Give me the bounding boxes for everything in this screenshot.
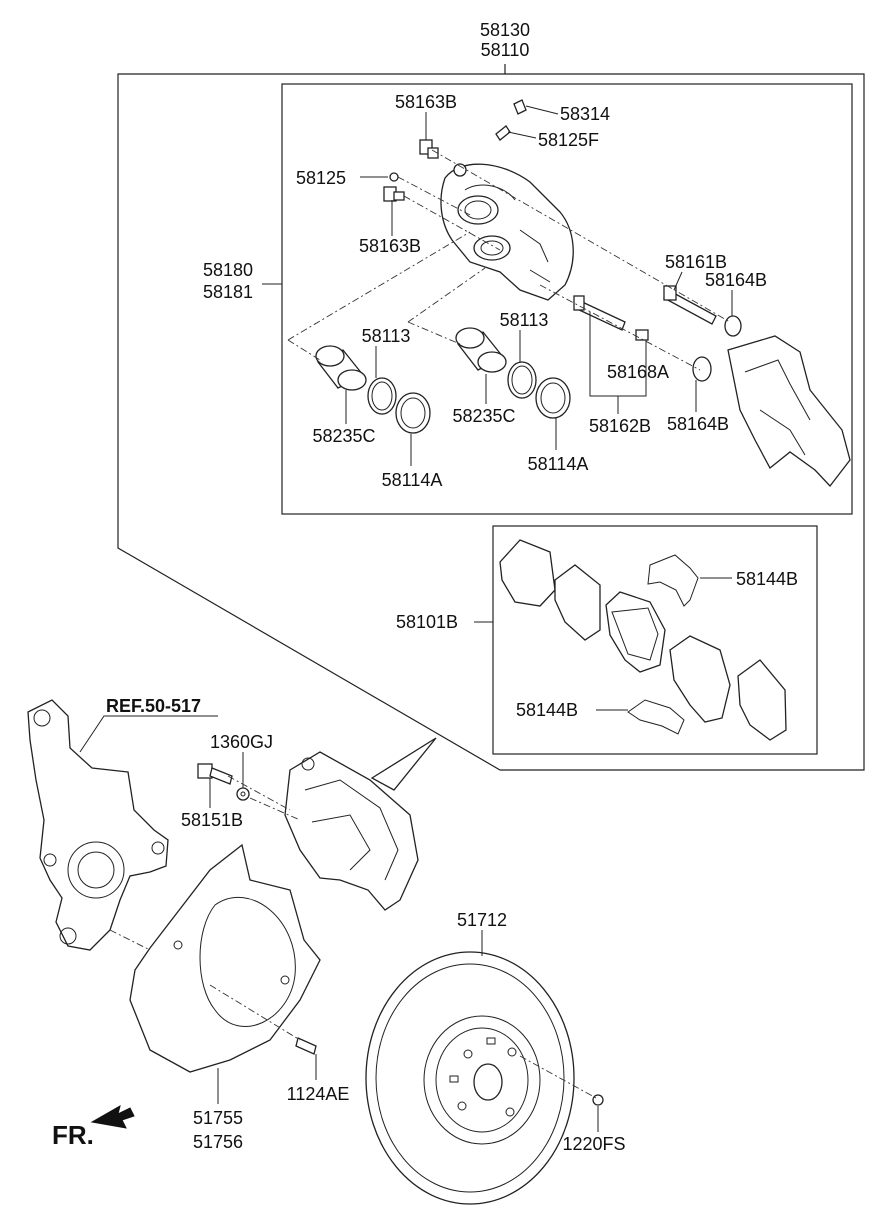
label-58168A: 58168A bbox=[607, 362, 669, 382]
anti-rattle-clip-58144B-top bbox=[647, 554, 699, 607]
caliper-assembly bbox=[284, 751, 419, 911]
label-58235C-left: 58235C bbox=[312, 426, 375, 446]
boot-58168A bbox=[635, 329, 649, 341]
brake-pad-set-58101B bbox=[499, 539, 787, 741]
label-51756: 51756 bbox=[193, 1132, 243, 1152]
label-1360GJ: 1360GJ bbox=[210, 732, 273, 752]
label-58164B-bottom: 58164B bbox=[667, 414, 729, 434]
bolt-1124AE bbox=[295, 1037, 317, 1055]
label-58130: 58130 bbox=[480, 20, 530, 40]
label-58161B: 58161B bbox=[665, 252, 727, 272]
seal-58113-left bbox=[367, 377, 397, 415]
screw-1220FS bbox=[592, 1094, 604, 1106]
guide-pin-58161B bbox=[663, 285, 717, 325]
caliper-body-box bbox=[281, 83, 853, 515]
label-58113-left: 58113 bbox=[362, 326, 411, 346]
label-58162B: 58162B bbox=[589, 416, 651, 436]
label-58101B: 58101B bbox=[396, 612, 458, 632]
brake-pad-box bbox=[492, 525, 818, 755]
label-51712: 51712 bbox=[457, 910, 507, 930]
leader-lines bbox=[79, 64, 733, 1132]
label-1220FS: 1220FS bbox=[562, 1134, 625, 1154]
label-front: FR. bbox=[52, 1120, 94, 1150]
guide-pin-58162B bbox=[573, 295, 626, 331]
label-58314: 58314 bbox=[560, 104, 610, 124]
label-51755: 51755 bbox=[193, 1108, 243, 1128]
caliper-carrier-bracket bbox=[727, 335, 851, 488]
label-ref: REF.50-517 bbox=[106, 696, 201, 716]
boot-58114A-left bbox=[395, 392, 431, 434]
bolt-58163B-bottom bbox=[383, 186, 405, 202]
label-58144B-bottom: 58144B bbox=[516, 700, 578, 720]
boot-58164B-bottom bbox=[692, 356, 712, 382]
washer-1360GJ bbox=[236, 787, 250, 801]
front-arrow bbox=[90, 1104, 135, 1129]
label-58125: 58125 bbox=[296, 168, 346, 188]
label-58144B-top: 58144B bbox=[736, 569, 798, 589]
label-58110: 58110 bbox=[481, 40, 530, 60]
steering-knuckle bbox=[27, 699, 169, 951]
caliper-housing bbox=[440, 163, 574, 301]
bolt-58151B bbox=[197, 763, 233, 785]
label-58164B-top: 58164B bbox=[705, 270, 767, 290]
bleeder-bolt-58163B-top bbox=[419, 139, 439, 159]
screw-58125 bbox=[389, 172, 399, 182]
label-58113-right: 58113 bbox=[500, 310, 549, 330]
label-58180: 58180 bbox=[203, 260, 253, 280]
bleeder-cap-58314 bbox=[513, 99, 527, 115]
seal-58113-right bbox=[507, 361, 537, 399]
part-labels: 58130 58110 58163B 58314 58125F 58125 58… bbox=[52, 20, 798, 1154]
dust-shield-51755 bbox=[129, 843, 321, 1073]
bleeder-screw-58125F bbox=[495, 125, 511, 141]
label-1124AE: 1124AE bbox=[287, 1084, 350, 1104]
label-58151B: 58151B bbox=[181, 810, 243, 830]
brake-disc-51712 bbox=[365, 951, 575, 1205]
caliper-assembly-frame bbox=[117, 64, 865, 771]
boot-58164B-top bbox=[724, 315, 742, 337]
boot-58114A-right bbox=[535, 377, 571, 419]
anti-rattle-clip-58144B-bottom bbox=[627, 699, 685, 735]
label-58114A-left: 58114A bbox=[382, 470, 443, 490]
label-58235C-right: 58235C bbox=[452, 406, 515, 426]
label-58125F: 58125F bbox=[538, 130, 599, 150]
callout-arrow bbox=[370, 737, 437, 791]
piston-58235C-right bbox=[455, 327, 507, 373]
label-58114A-right: 58114A bbox=[528, 454, 589, 474]
label-58181: 58181 bbox=[203, 282, 253, 302]
label-58163B-bottom: 58163B bbox=[359, 236, 421, 256]
piston-58235C-left bbox=[315, 345, 367, 391]
label-58163B-top: 58163B bbox=[395, 92, 457, 112]
